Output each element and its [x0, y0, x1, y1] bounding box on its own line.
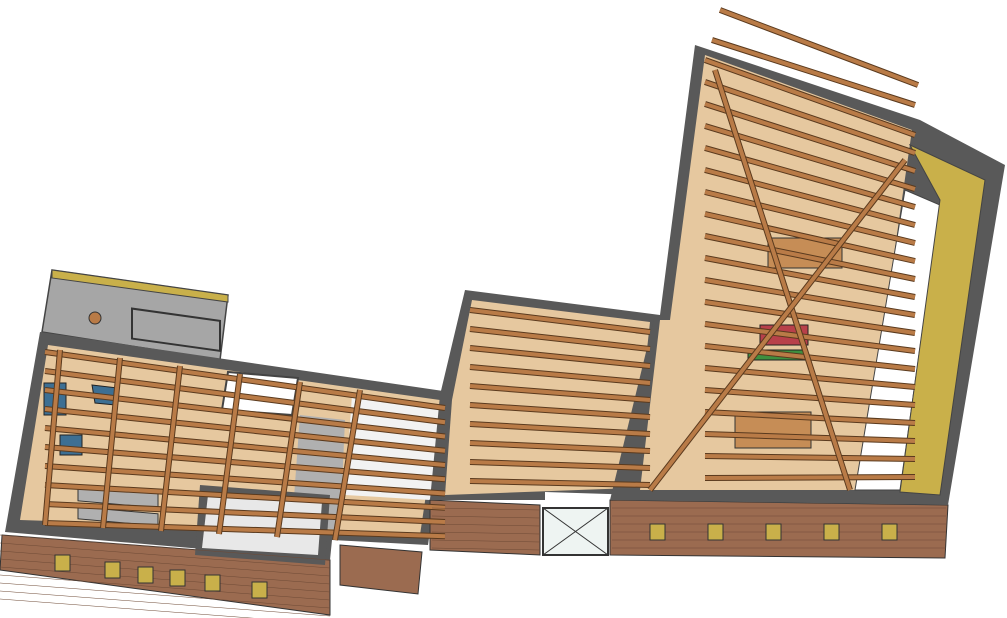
- windows: [54, 523, 898, 599]
- roof-beam: [704, 212, 916, 263]
- window: [707, 523, 724, 541]
- roof-beam: [159, 365, 182, 532]
- roof-beam: [217, 373, 242, 535]
- roof-beam: [704, 102, 916, 173]
- roof-beam: [333, 389, 362, 541]
- roof-beam: [704, 278, 916, 317]
- roof-beam: [44, 502, 446, 524]
- window: [104, 561, 121, 579]
- roof-beam: [101, 357, 122, 529]
- roof-beam: [704, 124, 916, 191]
- right-wing: [609, 45, 1005, 559]
- roof-beam: [704, 190, 916, 245]
- brick-course: [0, 590, 331, 617]
- brick-course: [431, 523, 541, 527]
- roof-beam: [275, 381, 302, 538]
- roof-beam: [704, 80, 916, 155]
- roof-beam: [704, 322, 916, 353]
- roof-beam: [43, 349, 62, 526]
- brick-course: [431, 547, 541, 551]
- roof-beam: [713, 69, 852, 491]
- brick-course: [0, 534, 331, 561]
- window: [649, 523, 666, 541]
- railing: [131, 307, 221, 353]
- brick-course: [0, 574, 331, 601]
- brick-course: [0, 542, 331, 569]
- roof-beam: [704, 475, 916, 480]
- roof-beam: [469, 441, 651, 453]
- window: [881, 523, 898, 541]
- roof-beam: [704, 58, 916, 137]
- roof-beam: [711, 38, 916, 107]
- roof-beam: [704, 432, 916, 443]
- roof-beam: [44, 388, 446, 439]
- brick-course: [0, 582, 331, 609]
- roof-beam: [704, 388, 916, 407]
- roof-beam: [469, 479, 651, 487]
- roof-beam: [469, 308, 651, 334]
- brick-course: [431, 539, 541, 543]
- patio-table: [88, 311, 102, 325]
- roof-beam: [44, 369, 446, 425]
- roof-beam: [704, 256, 916, 299]
- roof-beam: [704, 234, 916, 281]
- roof-beam: [44, 521, 446, 539]
- roof-beam: [44, 350, 446, 410]
- roof-beam: [704, 410, 916, 425]
- window: [204, 574, 221, 592]
- roof-beam: [469, 422, 651, 436]
- window: [765, 523, 782, 541]
- roof-beam: [469, 346, 651, 368]
- brick-course: [431, 515, 541, 519]
- roof-beam: [719, 8, 919, 87]
- roof-beam: [469, 403, 651, 419]
- brick-course: [431, 531, 541, 535]
- roof-beam: [469, 384, 651, 402]
- roof-beam: [704, 454, 916, 461]
- stair: [899, 143, 986, 496]
- brick-course: [0, 598, 255, 618]
- roof-beam: [44, 483, 446, 510]
- window: [54, 554, 71, 572]
- window: [251, 581, 268, 599]
- roof-beam: [704, 168, 916, 227]
- dining-table: [77, 506, 159, 527]
- roof-beam: [704, 300, 916, 335]
- roof-beam: [469, 327, 651, 351]
- roof-beam: [469, 460, 651, 470]
- brick-course: [431, 507, 541, 511]
- roof-beam: [648, 158, 907, 492]
- roof-beams: [42, 7, 920, 541]
- roof-beam: [469, 365, 651, 385]
- window: [169, 569, 186, 587]
- window: [137, 566, 154, 584]
- window: [823, 523, 840, 541]
